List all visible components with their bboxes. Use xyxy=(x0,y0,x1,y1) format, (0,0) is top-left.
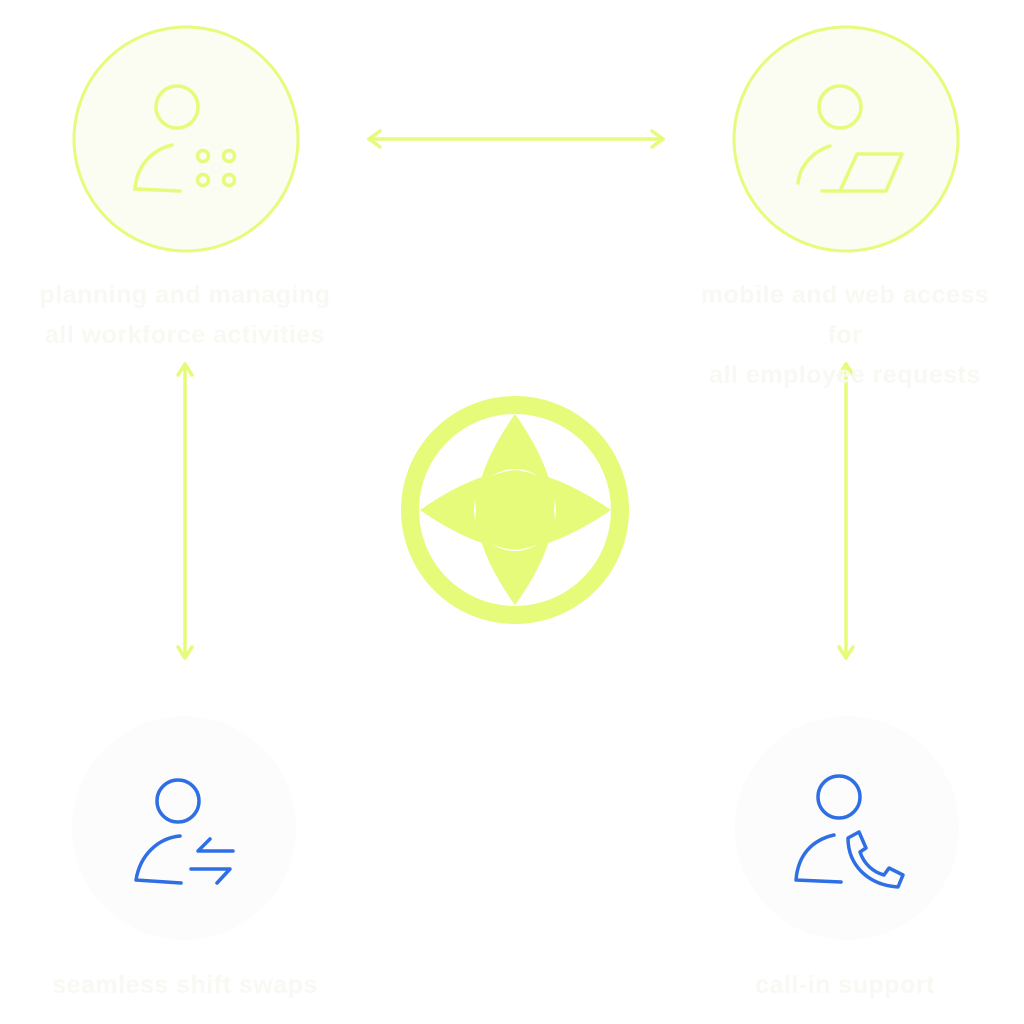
node-bottom-left-circle xyxy=(72,716,296,940)
caption-top-left-line-1: planning and managing xyxy=(39,281,331,309)
caption-top-right-line-2: all employee requests xyxy=(709,361,981,389)
person-with-exchange-arrows-icon xyxy=(134,778,235,885)
caption-bottom-right: call-in support xyxy=(685,965,1005,1005)
caption-top-right-line-1: mobile and web access for xyxy=(700,281,990,349)
person-with-phone-icon xyxy=(794,774,905,889)
node-bottom-right-circle xyxy=(735,716,959,940)
person-with-laptop-icon xyxy=(796,84,904,193)
arrow-left-vertical xyxy=(176,362,194,660)
arrow-right-vertical xyxy=(837,362,855,660)
caption-bottom-left-line-1: seamless shift swaps xyxy=(52,971,318,999)
node-top-left-circle xyxy=(72,25,300,253)
caption-bottom-left: seamless shift swaps xyxy=(25,965,345,1005)
person-with-dots-icon xyxy=(133,84,237,193)
compass-star-icon xyxy=(401,396,629,624)
arrow-top-horizontal xyxy=(367,129,665,149)
caption-bottom-right-line-1: call-in support xyxy=(755,971,935,999)
caption-top-right: mobile and web access for all employee r… xyxy=(685,275,1005,395)
caption-top-left: planning and managing all workforce acti… xyxy=(25,275,345,355)
node-bottom-right xyxy=(735,716,959,940)
caption-top-left-line-2: all workforce activities xyxy=(44,321,326,349)
node-top-right xyxy=(732,25,960,253)
node-top-right-circle xyxy=(732,25,960,253)
node-bottom-left xyxy=(72,716,296,940)
node-top-left xyxy=(72,25,300,253)
